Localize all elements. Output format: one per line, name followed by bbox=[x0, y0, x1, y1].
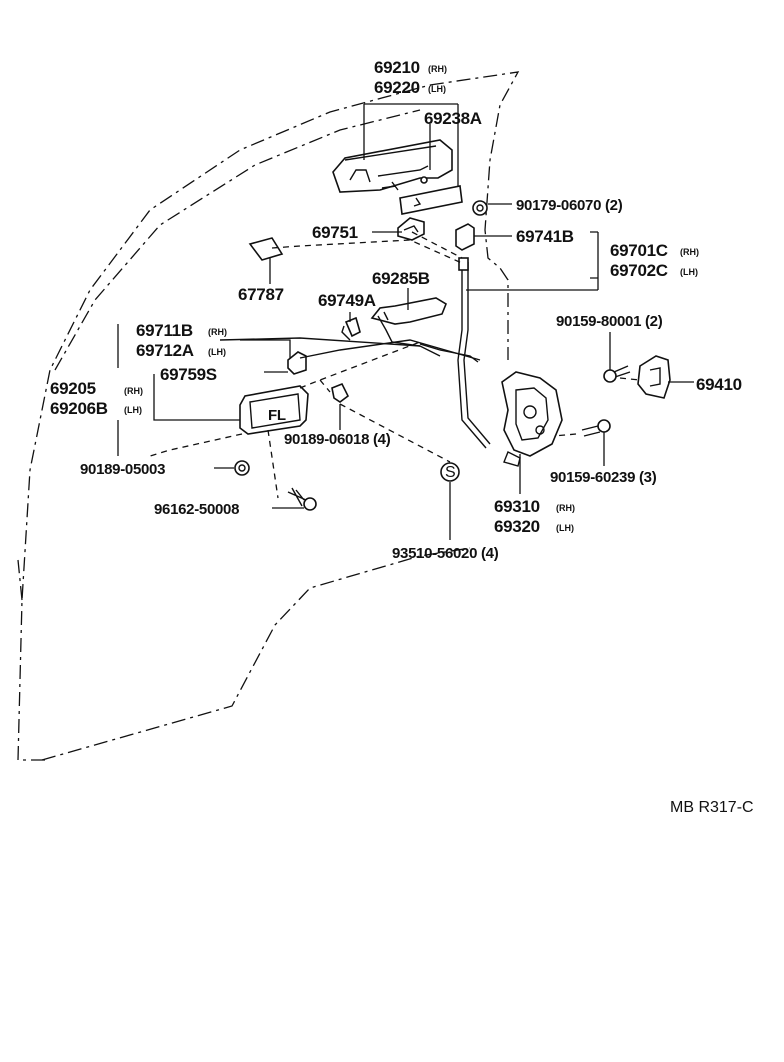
label-69210: 69210 bbox=[374, 58, 420, 77]
svg-text:(RH): (RH) bbox=[556, 503, 575, 513]
label-69701c: 69701C bbox=[610, 241, 668, 260]
label-69238a: 69238A bbox=[424, 109, 482, 128]
label-69220: 69220 bbox=[374, 78, 420, 97]
screw-icon bbox=[287, 487, 317, 511]
svg-text:(LH): (LH) bbox=[428, 84, 446, 94]
svg-text:(RH): (RH) bbox=[124, 386, 143, 396]
nut-icon bbox=[472, 200, 488, 216]
outside-door-handle bbox=[332, 139, 453, 193]
door-lock-icon bbox=[501, 371, 563, 467]
inside-handle-bezel: FL bbox=[239, 385, 309, 435]
svg-text:(LH): (LH) bbox=[124, 405, 142, 415]
label-69205: 69205 bbox=[50, 379, 96, 398]
clip-icon bbox=[397, 217, 425, 241]
label-69702c: 69702C bbox=[610, 261, 668, 280]
label-90159-80001: 90159-80001 (2) bbox=[556, 313, 663, 330]
label-69712a: 69712A bbox=[136, 341, 194, 360]
clip-69749a-icon bbox=[341, 316, 361, 341]
svg-text:(RH): (RH) bbox=[428, 64, 447, 74]
control-rods bbox=[219, 257, 491, 449]
door-outline bbox=[17, 71, 520, 761]
label-96162: 96162-50008 bbox=[154, 501, 239, 518]
clip-90189-05003-icon bbox=[234, 460, 250, 476]
label-69310: 69310 bbox=[494, 497, 540, 516]
striker-icon bbox=[637, 355, 671, 399]
label-69285b: 69285B bbox=[372, 269, 430, 288]
clip-90189-icon bbox=[331, 382, 350, 403]
svg-text:(RH): (RH) bbox=[680, 247, 699, 257]
label-90189-06018: 90189-06018 (4) bbox=[284, 431, 391, 448]
label-90159-60239: 90159-60239 (3) bbox=[550, 469, 657, 486]
svg-text:(LH): (LH) bbox=[556, 523, 574, 533]
lock-bolt-icon bbox=[581, 419, 611, 437]
label-69711b: 69711B bbox=[136, 321, 193, 340]
label-69751: 69751 bbox=[312, 223, 358, 242]
leader-lines bbox=[117, 103, 694, 540]
svg-text:S: S bbox=[445, 464, 456, 481]
svg-text:(LH): (LH) bbox=[680, 267, 698, 277]
rod-holder-icon bbox=[455, 223, 475, 251]
part-labels: 69210 (RH) 69220 (LH) 69238A 90179-06070… bbox=[50, 58, 754, 816]
label-69749a: 69749A bbox=[318, 291, 376, 310]
reference-code: MB R317-C bbox=[670, 799, 754, 816]
guide-lines bbox=[149, 231, 641, 499]
label-69320: 69320 bbox=[494, 517, 540, 536]
label-69206b: 69206B bbox=[50, 399, 108, 418]
handle-bracket bbox=[399, 185, 463, 215]
label-69759s: 69759S bbox=[160, 365, 217, 384]
label-69741b: 69741B bbox=[516, 227, 574, 246]
label-90179: 90179-06070 (2) bbox=[516, 197, 623, 214]
plate-icon bbox=[248, 237, 284, 261]
label-69410: 69410 bbox=[696, 375, 742, 394]
bolt-icon bbox=[603, 365, 631, 383]
svg-text:(RH): (RH) bbox=[208, 327, 227, 337]
rod-guide-icon bbox=[287, 351, 307, 375]
label-67787: 67787 bbox=[238, 285, 284, 304]
label-90189-05003: 90189-05003 bbox=[80, 461, 165, 478]
s-mark: S bbox=[440, 462, 460, 482]
label-93510: 93510-56020 (4) bbox=[392, 545, 499, 562]
svg-text:(LH): (LH) bbox=[208, 347, 226, 357]
fl-mark: FL bbox=[268, 407, 286, 424]
